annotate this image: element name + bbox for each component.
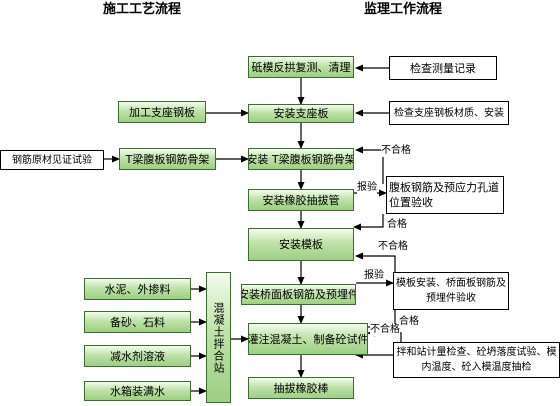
construction-flow-header: 施工工艺流程 <box>103 2 182 17</box>
label-pass-2: 合格 <box>399 316 419 328</box>
flow-step-extract-rubber-rod: 抽拔橡胶棒 <box>248 377 354 399</box>
input-sand-stone: 备砂、石料 <box>84 311 191 333</box>
label-report-1: 报验 <box>357 182 377 194</box>
flow-step-pour-concrete: 灌注混凝土、制备砼试件 <box>248 323 368 355</box>
flow-step-install-rebar-cage: 安装 T梁腹板钢筋骨架 <box>248 148 354 170</box>
check-survey-record: 检查测量记录 <box>389 56 497 80</box>
check-mixing-concrete: 拌和站计量检查、砼坍落度试验、模内温度、砼入模温度抽检 <box>393 342 560 378</box>
input-machined-support-plate: 加工支座钢板 <box>118 101 206 123</box>
label-fail-2: 不合格 <box>378 241 408 253</box>
input-water-tank: 水箱装满水 <box>84 381 191 401</box>
check-support-plate: 检查支座钢板材质、安装 <box>389 101 509 125</box>
label-fail-1: 不合格 <box>381 145 411 157</box>
supervision-flow-header: 监理工作流程 <box>364 2 443 17</box>
check-rebar-duct-position: 腹板钢筋及预应力孔道位置验收 <box>386 176 504 214</box>
check-formwork-deck-rebar: 模板安装、桥面板钢筋及预埋件验收 <box>393 272 509 310</box>
flow-step-install-rubber-tube: 安装橡胶抽拔管 <box>248 189 354 211</box>
input-rebar-witness-test: 钢筋原材见证试验 <box>0 150 104 170</box>
flow-step-mold-survey: 砥模反拱复测、清理 <box>248 56 354 78</box>
input-water-reducer: 减水剂溶液 <box>84 345 191 367</box>
flow-step-install-formwork: 安装模板 <box>248 228 354 261</box>
mixing-station: 混凝土拌合站 <box>206 272 231 403</box>
flow-step-install-support-plate: 安装支座板 <box>248 104 354 123</box>
flow-step-install-deck-rebar: 安装桥面板钢筋及预埋件 <box>241 284 356 305</box>
label-fail-3: 不合格 <box>370 324 400 336</box>
input-t-beam-rebar-cage: T梁腹板钢筋骨架 <box>119 148 216 170</box>
label-report-2: 报验 <box>364 270 384 282</box>
input-cement-admixture: 水泥、外掺料 <box>84 278 191 300</box>
label-pass-1: 合格 <box>387 219 407 231</box>
